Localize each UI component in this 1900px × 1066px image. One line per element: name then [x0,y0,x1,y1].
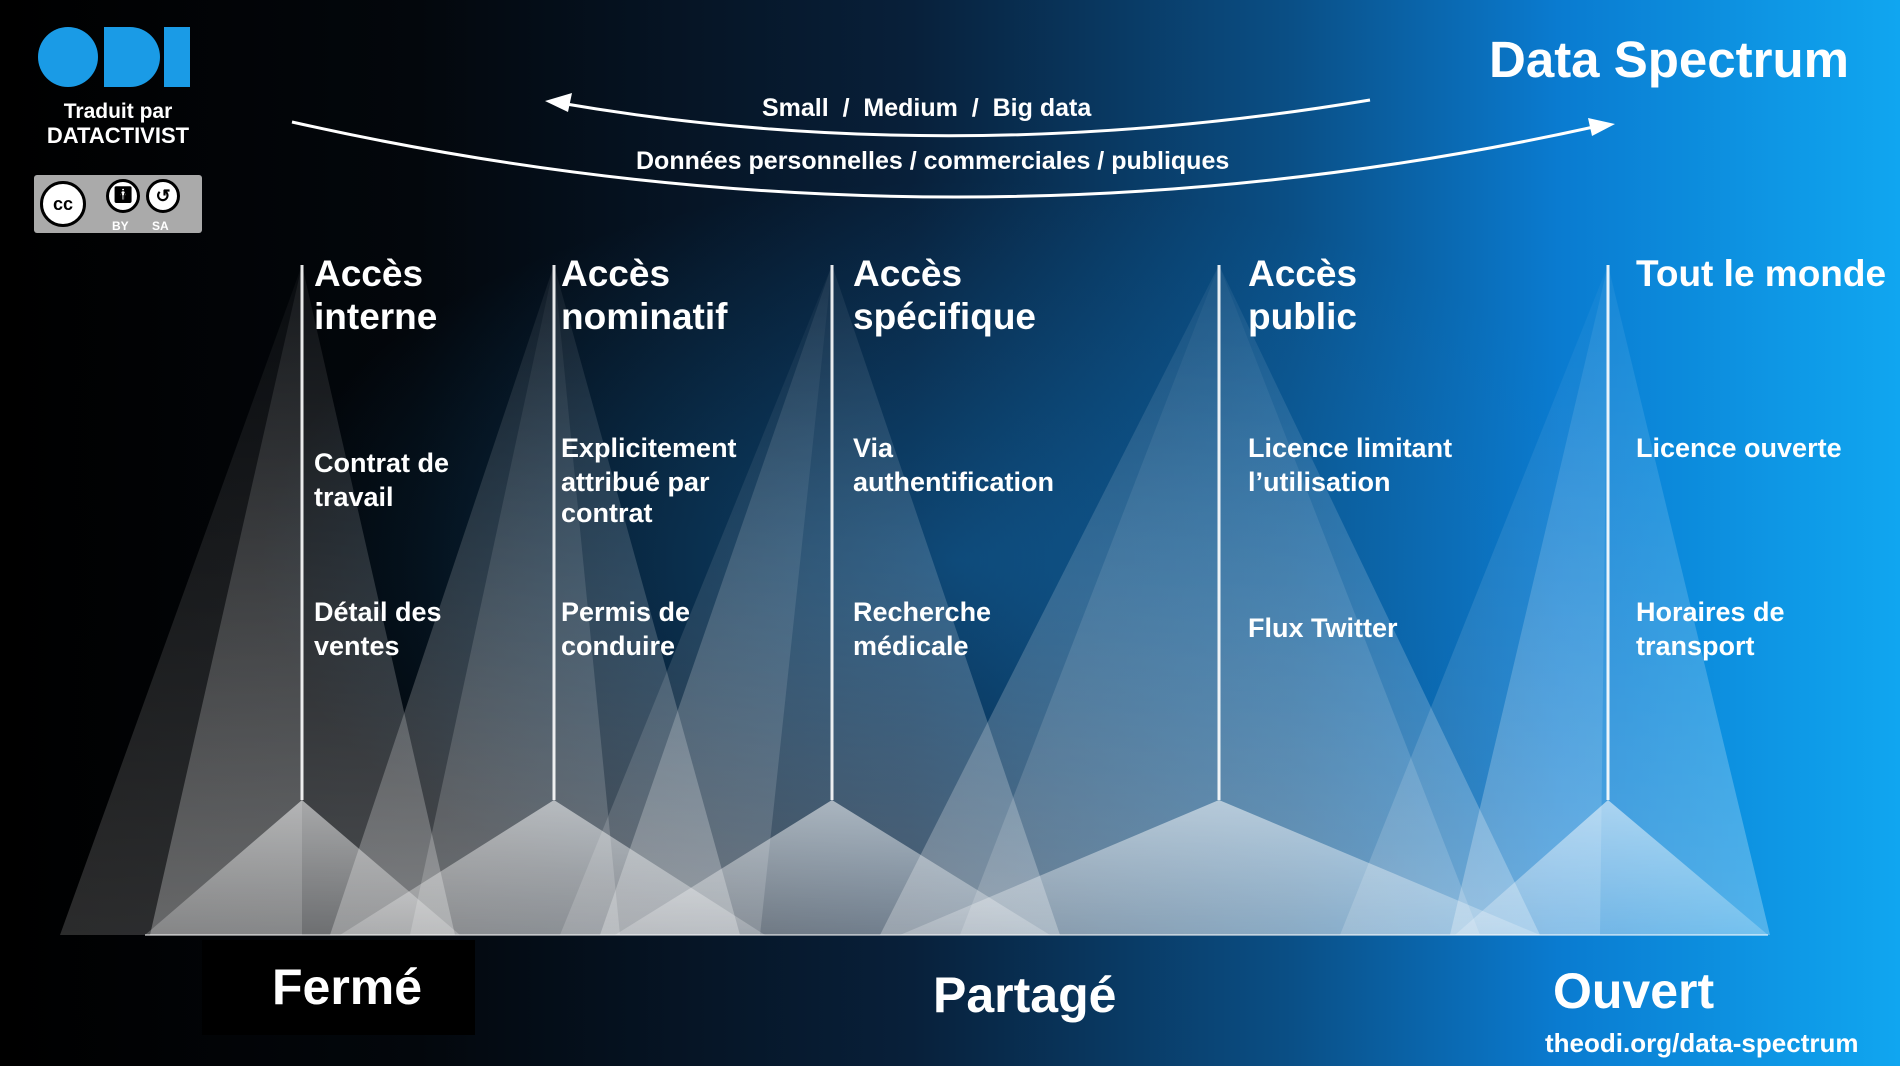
closed-label-box [202,940,475,1035]
condition-line: Explicitement [561,433,737,463]
sa-icon: ↺ [146,179,180,213]
translator-name: DATACTIVIST [46,123,190,148]
type-arrow [291,120,1599,199]
column-heading-everyone: Tout le monde [1636,252,1886,295]
example-line: Recherche [853,597,992,627]
example-line: ventes [314,631,400,661]
column-condition-specific: Via authentification [853,431,1054,499]
heading-line: Tout le monde [1636,253,1887,294]
type-arrow-head [1588,118,1615,136]
by-icon: 🚹︎ [106,179,140,213]
condition-line: authentification [853,467,1054,497]
column-example-specific: Recherche médicale [853,595,991,663]
example-line: Horaires de [1636,597,1785,627]
column-example-everyone: Horaires de transport [1636,595,1785,663]
heading-line: Accès [561,253,671,294]
heading-line: nominatif [561,296,728,337]
condition-line: attribué par [561,467,710,497]
by-label: BY [112,219,129,233]
beam-base-group [145,800,1768,935]
beam-base [340,800,765,935]
odi-logo [38,27,190,87]
heading-line: Accès [853,253,963,294]
page-title: Data Spectrum [1489,31,1849,88]
shared-label: Partagé [933,967,1117,1023]
condition-line: Contrat de [314,448,449,478]
closed-label: Fermé [272,959,423,1015]
column-condition-internal: Contrat de travail [314,446,449,514]
heading-line: public [1248,296,1357,337]
size-arrow-label: Small / Medium / Big data [762,94,1092,122]
beam-base [145,800,460,935]
column-condition-public: Licence limitant l’utilisation [1248,431,1452,499]
column-condition-named: Explicitement attribué par contrat [561,431,737,530]
column-heading-named: Accès nominatif [561,252,727,338]
column-condition-everyone: Licence ouverte [1636,431,1842,465]
cc-license-badge: cc 🚹︎ ↺ BY SA [34,175,202,233]
heading-line: spécifique [853,296,1036,337]
example-line: Détail des [314,597,442,627]
cc-text: cc [52,194,74,214]
beam [60,265,302,935]
heading-line: interne [314,296,438,337]
condition-line: Via [853,433,894,463]
beam [410,265,620,935]
size-arrow-head [545,93,572,112]
column-example-named: Permis de conduire [561,595,690,663]
sa-label: SA [152,219,169,233]
example-line: transport [1636,631,1755,661]
example-line: conduire [561,631,676,661]
heading-line: Accès [1248,253,1358,294]
condition-line: Licence ouverte [1636,433,1842,463]
condition-line: contrat [561,498,653,528]
example-line: Permis de [561,597,691,627]
example-line: Flux Twitter [1248,613,1398,643]
condition-line: l’utilisation [1248,467,1391,497]
spectrum-arrows [291,93,1615,199]
column-example-internal: Détail des ventes [314,595,442,663]
column-heading-public: Accès public [1248,252,1357,338]
heading-line: Accès [314,253,424,294]
example-line: médicale [853,631,969,661]
beam [560,265,832,935]
column-example-public: Flux Twitter [1248,611,1398,645]
condition-line: travail [314,482,394,512]
open-label: Ouvert [1553,963,1715,1019]
translated-by-label: Traduit par [63,100,173,123]
column-heading-internal: Accès interne [314,252,437,338]
size-arrow [559,98,1371,138]
cc-icon: cc [40,181,86,227]
pole-group [300,265,1610,800]
beam-base [615,800,1050,935]
beam-base [900,800,1540,935]
condition-line: Licence limitant [1248,433,1453,463]
beam [1340,265,1608,935]
column-heading-specific: Accès spécifique [853,252,1036,338]
translator-credit: Traduit par DATACTIVIST [28,100,208,148]
source-url: theodi.org/data-spectrum [1545,1028,1859,1058]
type-arrow-label: Données personnelles / commerciales / pu… [636,147,1230,175]
beam-base [1455,800,1768,935]
